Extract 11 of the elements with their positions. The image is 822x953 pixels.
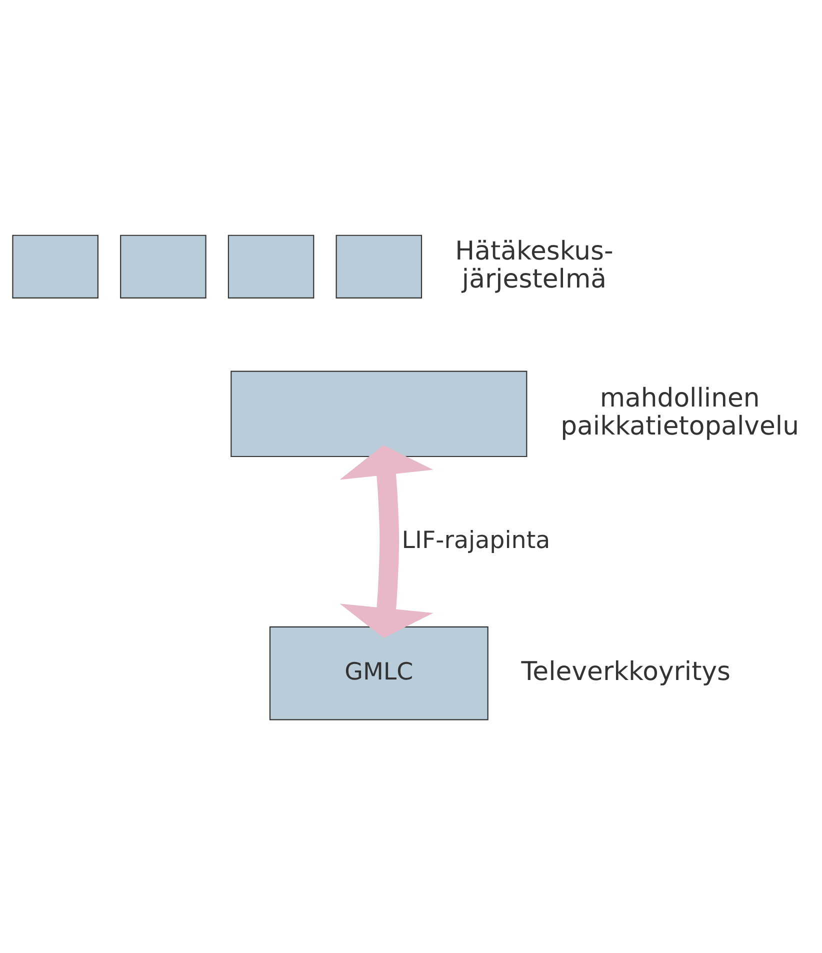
node-box: GMLC [269, 626, 488, 720]
node-box [230, 370, 528, 457]
node-label: Hätäkeskus- järjestelmä [455, 236, 614, 294]
arrow [340, 444, 434, 638]
node-box [120, 234, 206, 298]
edge-label: LIF-rajapinta [402, 525, 550, 554]
node-box [12, 234, 98, 298]
node-label: Televerkkoyritys [521, 656, 731, 686]
node-box [336, 234, 422, 298]
node-label: mahdollinen paikkatietopalvelu [560, 383, 800, 442]
node-box [228, 234, 314, 298]
